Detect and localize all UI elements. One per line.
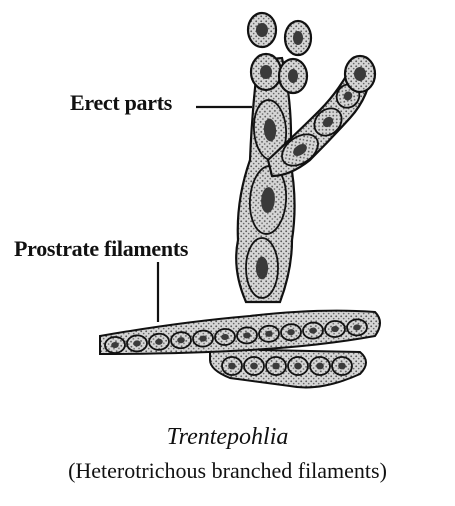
caption-title: Trentepohlia [0, 424, 455, 451]
upper-prostrate-filament [100, 311, 380, 354]
apical-cells [248, 13, 375, 93]
caption-subtitle: (Heterotrichous branched filaments) [0, 458, 455, 484]
erect-main-axis [236, 58, 294, 302]
prostrate-filaments-label: Prostrate filaments [14, 236, 188, 262]
cell-nucleus [256, 257, 268, 280]
erect-parts-label: Erect parts [70, 90, 172, 116]
